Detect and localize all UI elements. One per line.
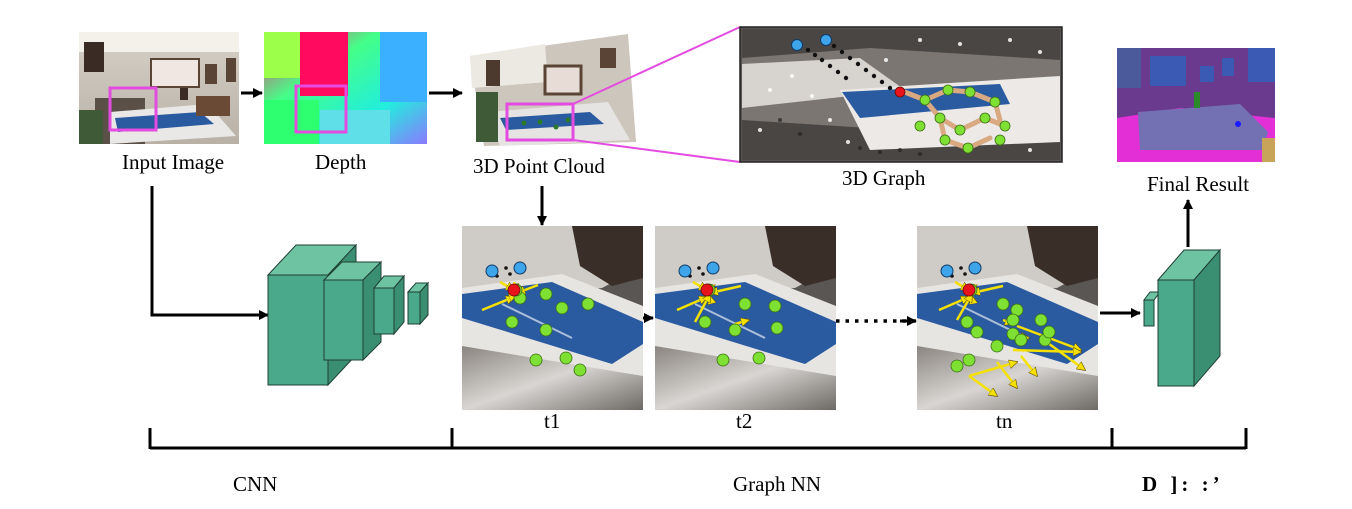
label-graph-nn: Graph NN <box>733 472 822 496</box>
highlight-box <box>294 84 348 134</box>
graph-frame-tn <box>917 226 1098 410</box>
graph-frame-t2 <box>655 226 836 410</box>
zoom-line <box>572 139 741 163</box>
input-image-thumbnail <box>79 32 239 144</box>
highlight-box <box>108 86 158 132</box>
label-classifier: D ]: :’ <box>1142 472 1224 496</box>
zoom-line <box>572 26 741 105</box>
final-result-thumbnail <box>1117 48 1275 162</box>
classifier-block <box>1143 248 1222 388</box>
depth-thumbnail <box>264 32 427 144</box>
graph-3d-panel <box>739 26 1063 163</box>
label-final-result: Final Result <box>1147 172 1250 196</box>
label-depth: Depth <box>315 150 367 174</box>
label-cnn: CNN <box>233 472 278 496</box>
point-cloud-thumbnail <box>470 34 636 146</box>
label-t2: t2 <box>736 409 753 433</box>
cnn-encoder <box>266 243 430 387</box>
label-tn: tn <box>996 409 1013 433</box>
stage-brackets <box>148 428 1248 450</box>
label-t1: t1 <box>544 409 561 433</box>
label-point-cloud: 3D Point Cloud <box>473 154 605 178</box>
label-input-image: Input Image <box>122 150 225 174</box>
highlight-box <box>505 102 575 142</box>
graph-frame-t1 <box>462 226 643 410</box>
label-3d-graph: 3D Graph <box>842 166 926 190</box>
